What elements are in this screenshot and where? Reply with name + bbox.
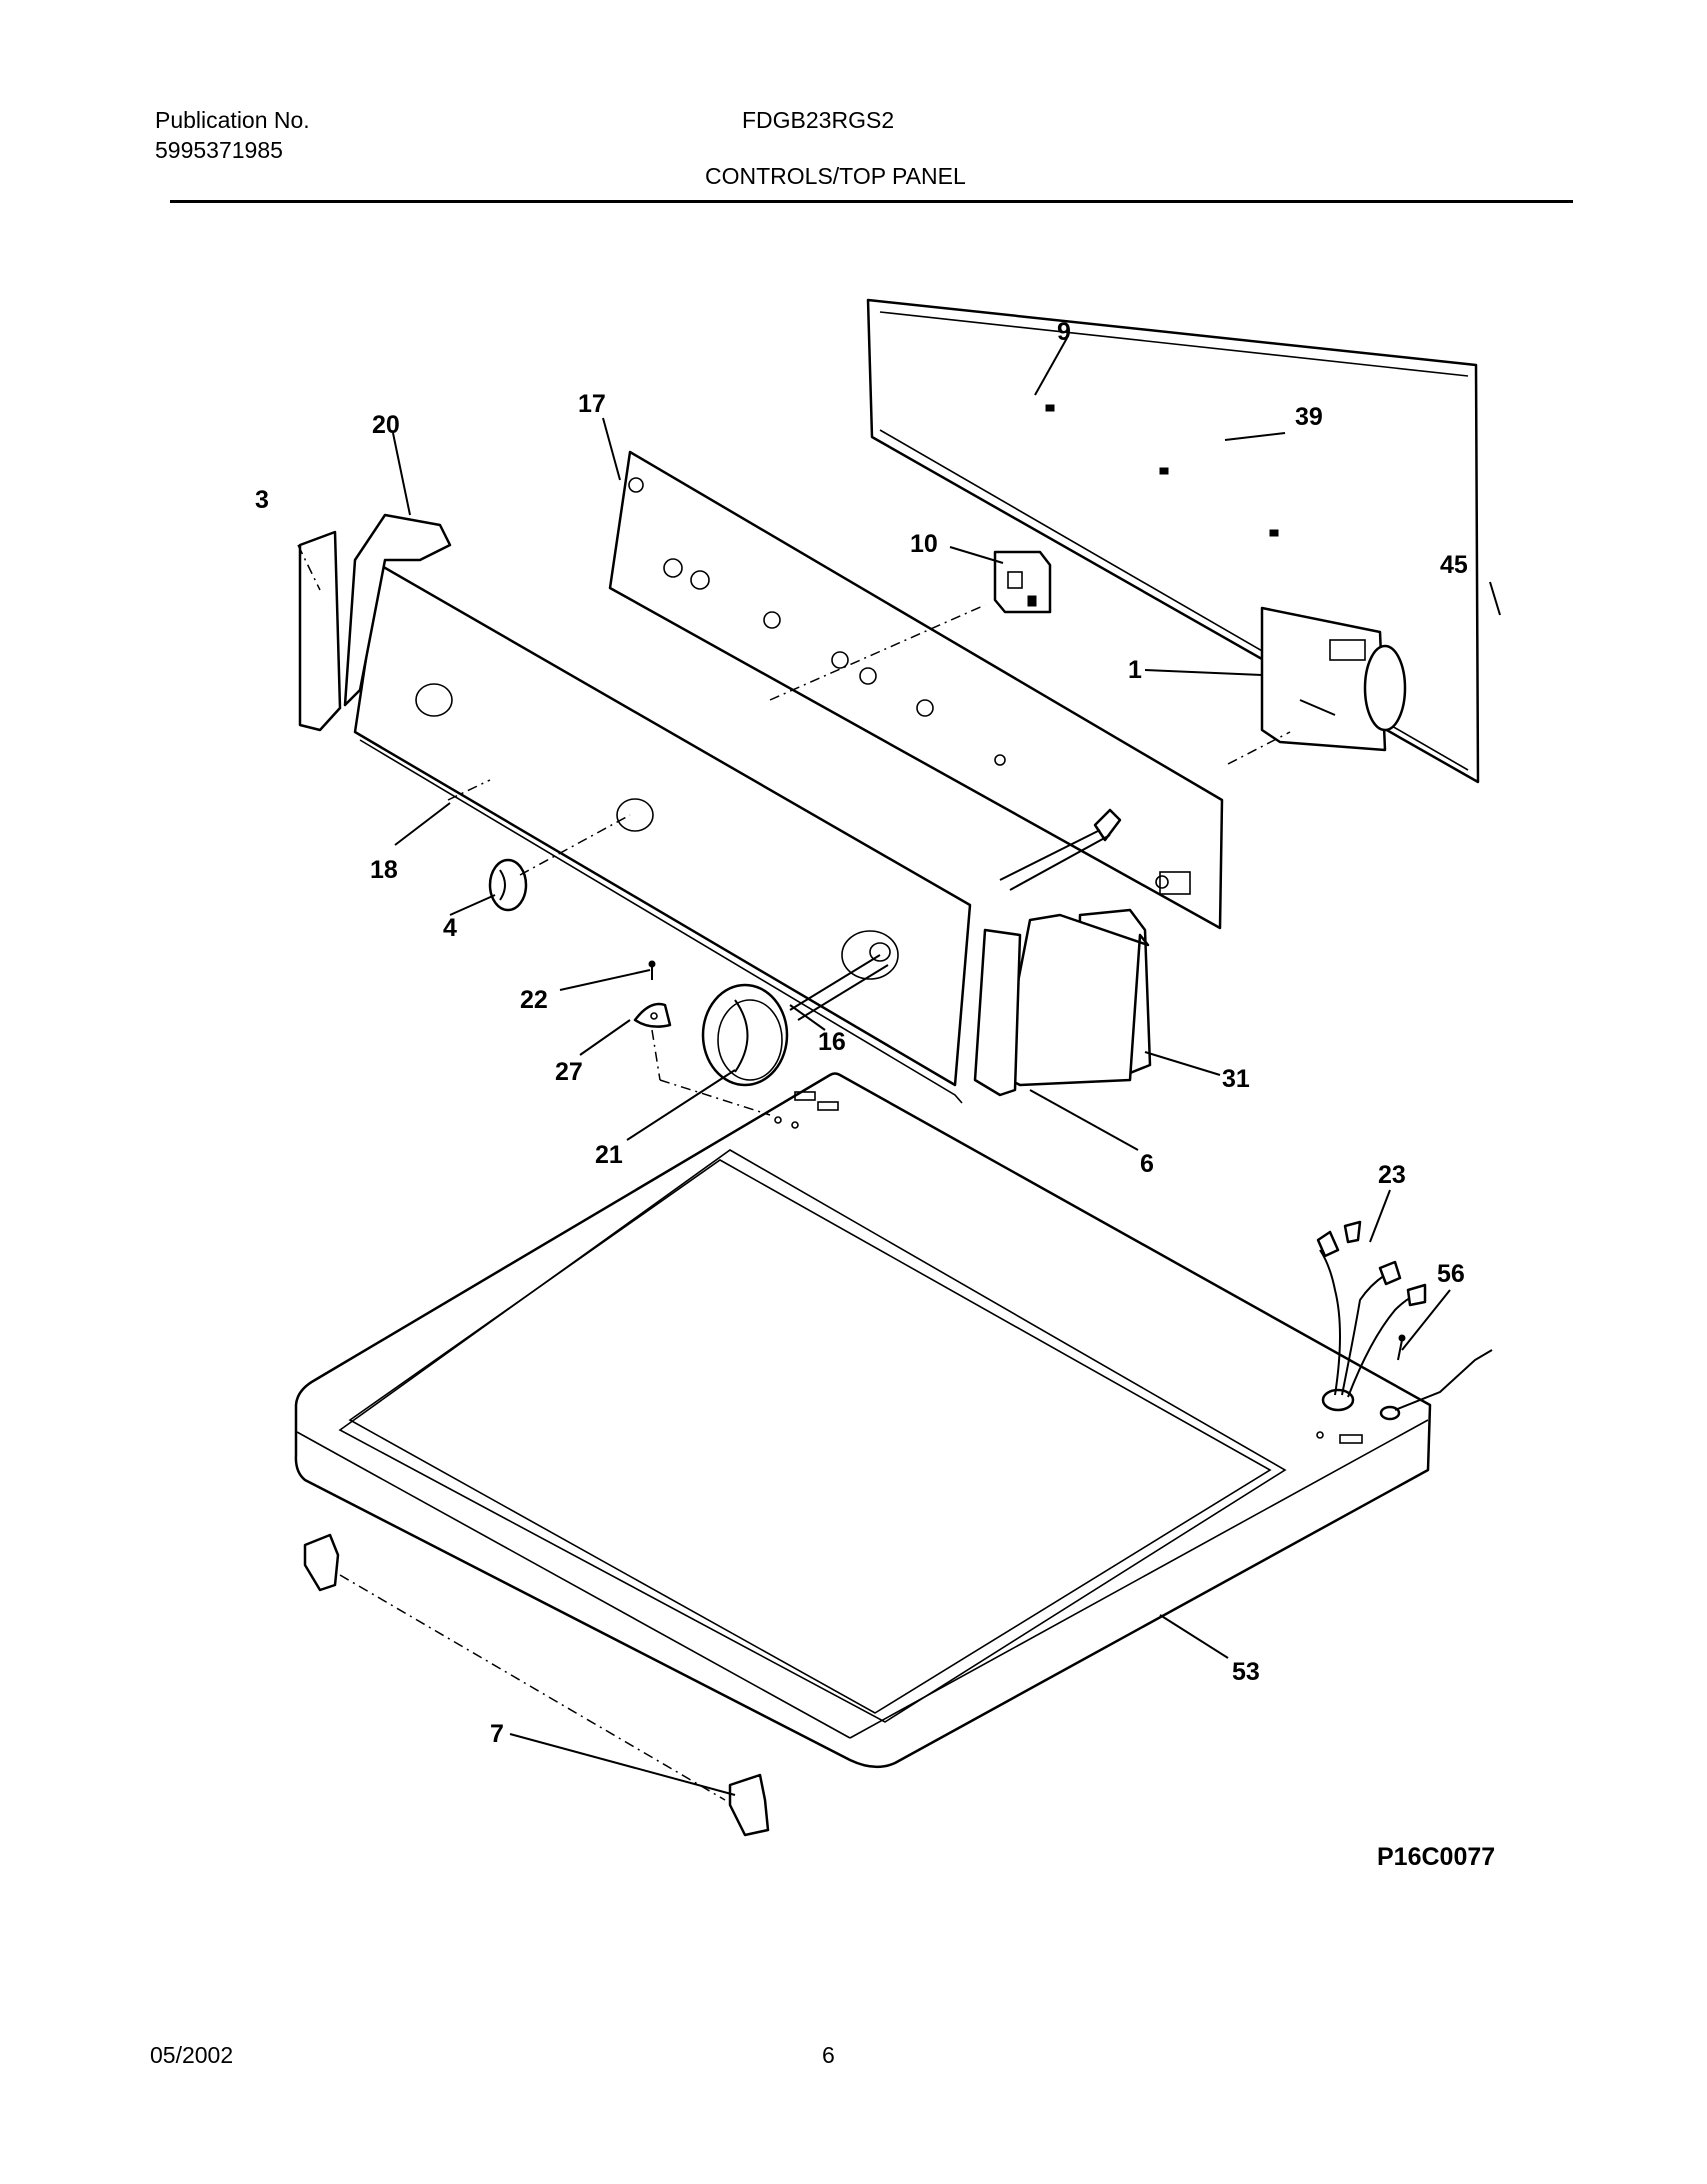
callout-10: 10 bbox=[910, 530, 938, 558]
part-top-panel bbox=[294, 1072, 1432, 1769]
part-timer bbox=[1260, 606, 1407, 752]
part-wire-harness bbox=[1316, 1220, 1493, 1421]
callout-53: 53 bbox=[1232, 1658, 1260, 1686]
publication-number: 5995371985 bbox=[155, 137, 283, 163]
part-large-knob bbox=[701, 983, 789, 1087]
part-switch bbox=[993, 550, 1052, 614]
leader-lines bbox=[392, 337, 1501, 1796]
callout-1: 1 bbox=[1128, 656, 1142, 684]
callout-17: 17 bbox=[578, 390, 606, 418]
footer-page-number: 6 bbox=[822, 2042, 835, 2068]
callout-31: 31 bbox=[1222, 1065, 1250, 1093]
header-rule bbox=[170, 200, 1573, 203]
callout-39: 39 bbox=[1295, 403, 1323, 431]
callout-22: 22 bbox=[520, 986, 548, 1014]
section-title: CONTROLS/TOP PANEL bbox=[705, 163, 966, 189]
callout-7: 7 bbox=[490, 1720, 504, 1748]
callout-21: 21 bbox=[595, 1141, 623, 1169]
callout-9: 9 bbox=[1057, 318, 1071, 346]
model-number: FDGB23RGS2 bbox=[742, 107, 895, 133]
callout-18: 18 bbox=[370, 856, 398, 884]
publication-label: Publication No. bbox=[155, 107, 310, 133]
callout-27: 27 bbox=[555, 1058, 583, 1086]
callout-4: 4 bbox=[443, 914, 457, 942]
part-shaft bbox=[789, 808, 1122, 1021]
figure-code: P16C0077 bbox=[1377, 1843, 1495, 1871]
callout-23: 23 bbox=[1378, 1161, 1406, 1189]
part-control-backing bbox=[608, 450, 1224, 930]
part-left-endcap bbox=[298, 513, 452, 732]
part-clip-left bbox=[303, 1533, 340, 1592]
part-right-endcap bbox=[973, 908, 1152, 1097]
callout-45: 45 bbox=[1440, 551, 1468, 579]
dashed-guides bbox=[297, 544, 1291, 1801]
part-screw-bracket bbox=[633, 960, 672, 1028]
callout-20: 20 bbox=[372, 411, 400, 439]
callout-16: 16 bbox=[818, 1028, 846, 1056]
footer-date: 05/2002 bbox=[150, 2042, 234, 2068]
callout-6: 6 bbox=[1140, 1150, 1154, 1178]
callout-56: 56 bbox=[1437, 1260, 1465, 1288]
callout-3: 3 bbox=[255, 486, 269, 514]
part-small-knob bbox=[488, 858, 528, 912]
part-clip-right bbox=[728, 1773, 770, 1837]
